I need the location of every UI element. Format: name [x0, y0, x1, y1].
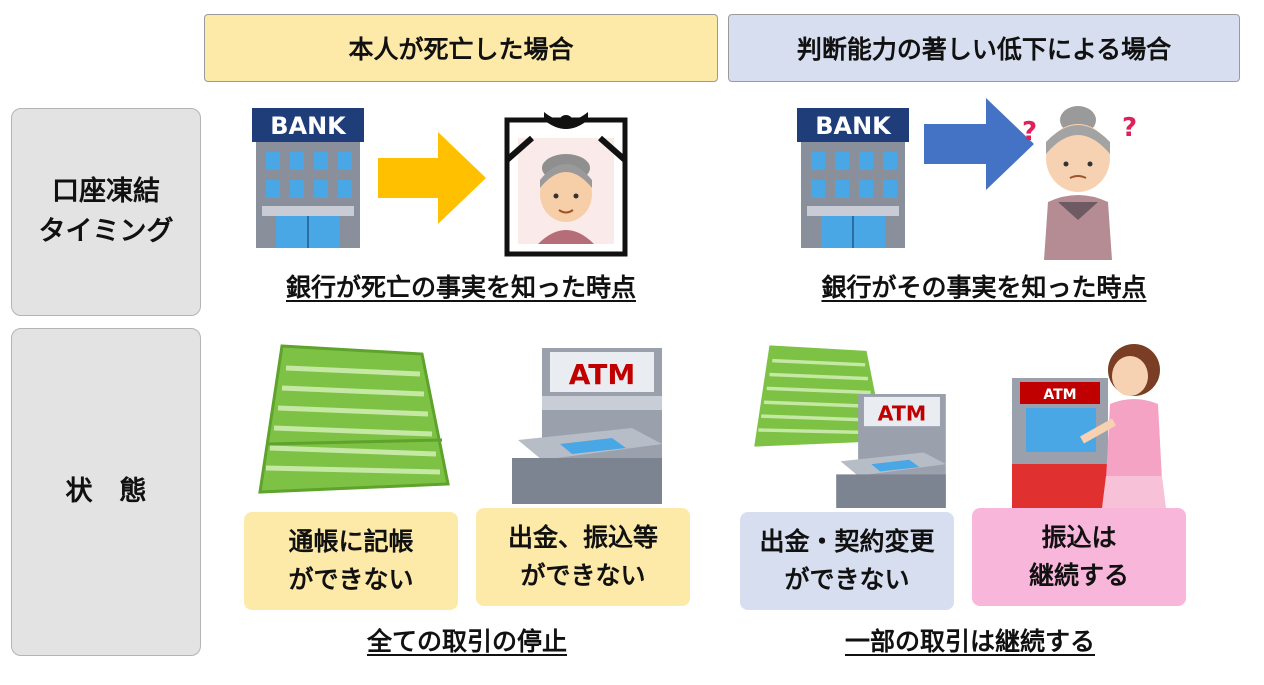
- woman-using-atm-icon: ATM: [1012, 344, 1166, 508]
- atm-sign-text: ATM: [1043, 387, 1076, 403]
- bank-building-icon: BANK: [252, 108, 364, 248]
- timing-caption-death: 銀行が死亡の事実を知った時点: [285, 273, 636, 302]
- arrow-right-icon: [924, 98, 1034, 190]
- status-caption-decline: 一部の取引は継続する: [844, 627, 1095, 656]
- atm-sign-text: ATM: [878, 401, 927, 425]
- bank-building-icon: BANK: [797, 108, 909, 248]
- row-label-freeze-timing: 口座凍結 タイミング: [11, 108, 201, 316]
- status-box-no-passbook-update: 通帳に記帳 ができない: [244, 512, 458, 610]
- status-caption-death: 全ての取引の停止: [366, 627, 567, 656]
- status-box-no-withdrawal-contract-change: 出金・契約変更 ができない: [740, 512, 954, 610]
- question-mark-left: ?: [1022, 117, 1037, 147]
- header-death: 本人が死亡した場合: [204, 14, 718, 82]
- passbook-icon: [258, 344, 450, 494]
- status-box-no-withdrawal-transfer: 出金、振込等 ができない: [476, 508, 690, 606]
- confused-elderly-woman-icon: ? ?: [1022, 106, 1137, 260]
- atm-machine-icon: ATM: [836, 394, 946, 508]
- atm-machine-icon: ATM: [512, 348, 662, 504]
- bank-sign-text: BANK: [270, 112, 347, 140]
- header-decline: 判断能力の著しい低下による場合: [728, 14, 1240, 82]
- status-box-transfer-continues: 振込は 継続する: [972, 508, 1186, 606]
- arrow-right-icon: [378, 132, 486, 224]
- timing-caption-decline: 銀行がその事実を知った時点: [821, 273, 1147, 302]
- bank-sign-text: BANK: [815, 112, 892, 140]
- memorial-portrait-icon: [504, 112, 628, 257]
- question-mark-right: ?: [1122, 113, 1137, 143]
- atm-sign-text: ATM: [569, 358, 635, 391]
- row-label-status: 状 態: [11, 328, 201, 656]
